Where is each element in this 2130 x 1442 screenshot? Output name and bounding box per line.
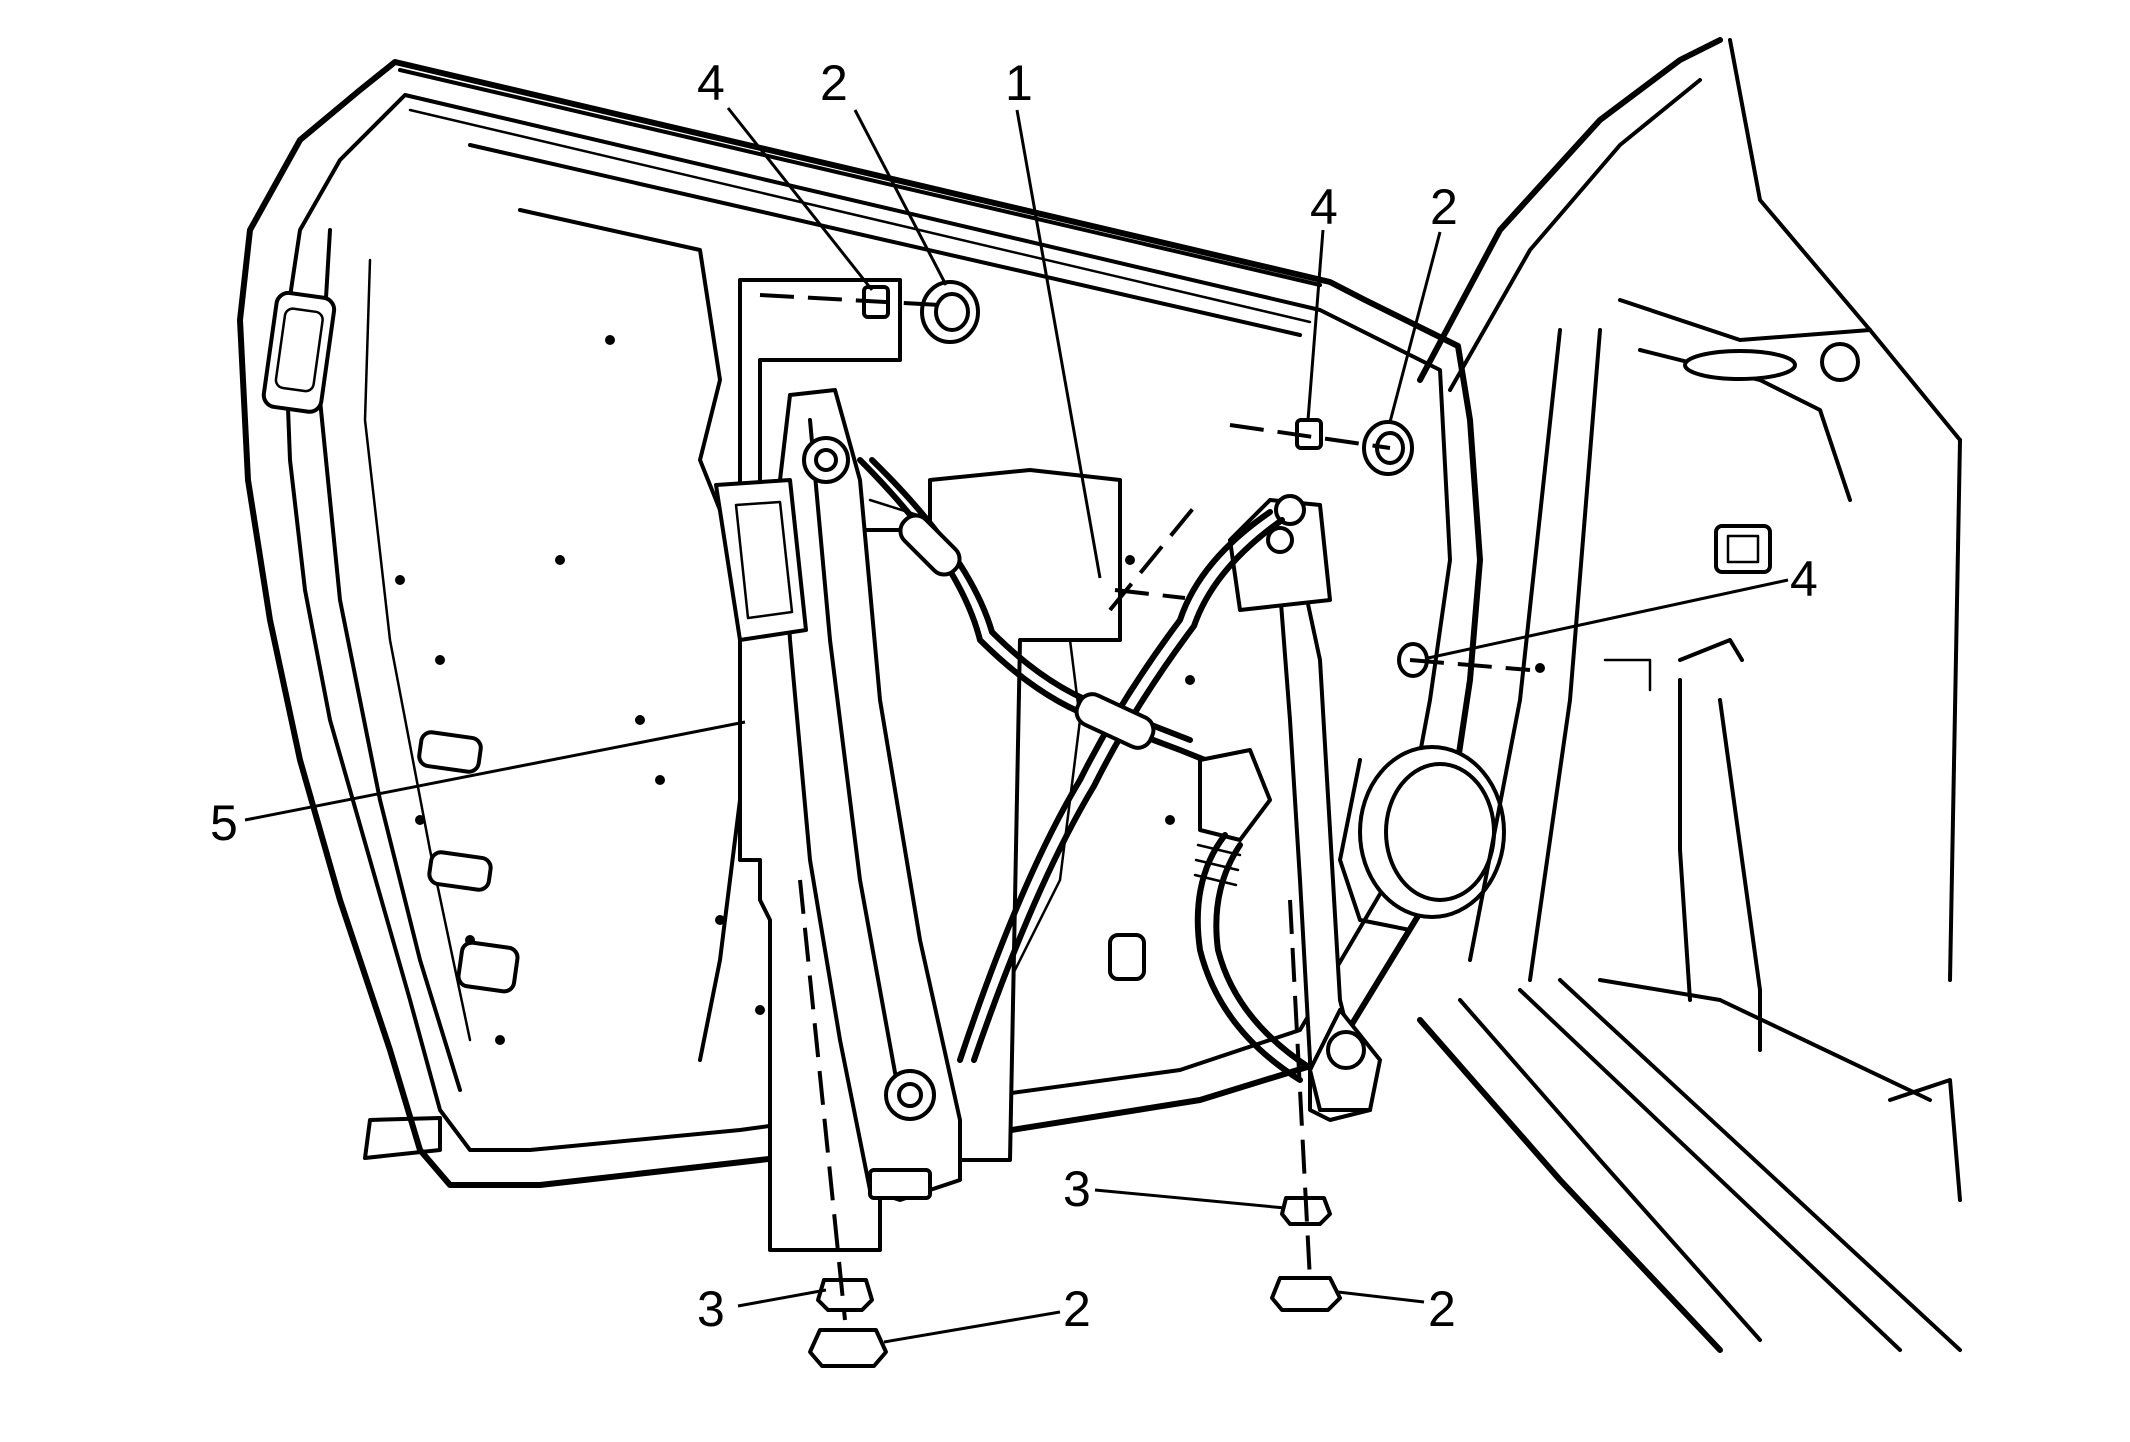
callout-3-lower-right: 3 <box>1063 1161 1091 1217</box>
washer-lower-right <box>1270 1276 1342 1312</box>
washer-upper-left <box>920 280 980 344</box>
callout-2-lower-right: 2 <box>1428 1281 1456 1337</box>
callout-leaders <box>244 107 1789 1344</box>
installation-centerlines <box>759 293 1531 1321</box>
callout-4-upper-right: 4 <box>1310 179 1338 235</box>
callout-2-lower-left: 2 <box>1063 1281 1091 1337</box>
nut-lower-left <box>816 1278 874 1312</box>
callout-2-upper-right: 2 <box>1430 179 1458 235</box>
door-inner-panel <box>237 59 1545 1188</box>
callout-4-upper-left: 4 <box>697 55 725 111</box>
callout-labels: 4 2 1 4 2 4 5 3 3 2 2 <box>210 55 1818 1337</box>
cable-grommet <box>1193 828 1242 887</box>
callout-1-regulator: 1 <box>1005 55 1033 111</box>
callout-5-window-clamp: 5 <box>210 795 238 851</box>
body-opening <box>1417 37 1962 1353</box>
fasteners <box>808 280 1429 1368</box>
callout-2-upper-left: 2 <box>820 55 848 111</box>
callout-3-lower-left: 3 <box>697 1281 725 1337</box>
washer-lower-left <box>808 1328 888 1368</box>
window-regulator-assembly <box>714 388 1382 1202</box>
callout-4-right: 4 <box>1790 551 1818 607</box>
